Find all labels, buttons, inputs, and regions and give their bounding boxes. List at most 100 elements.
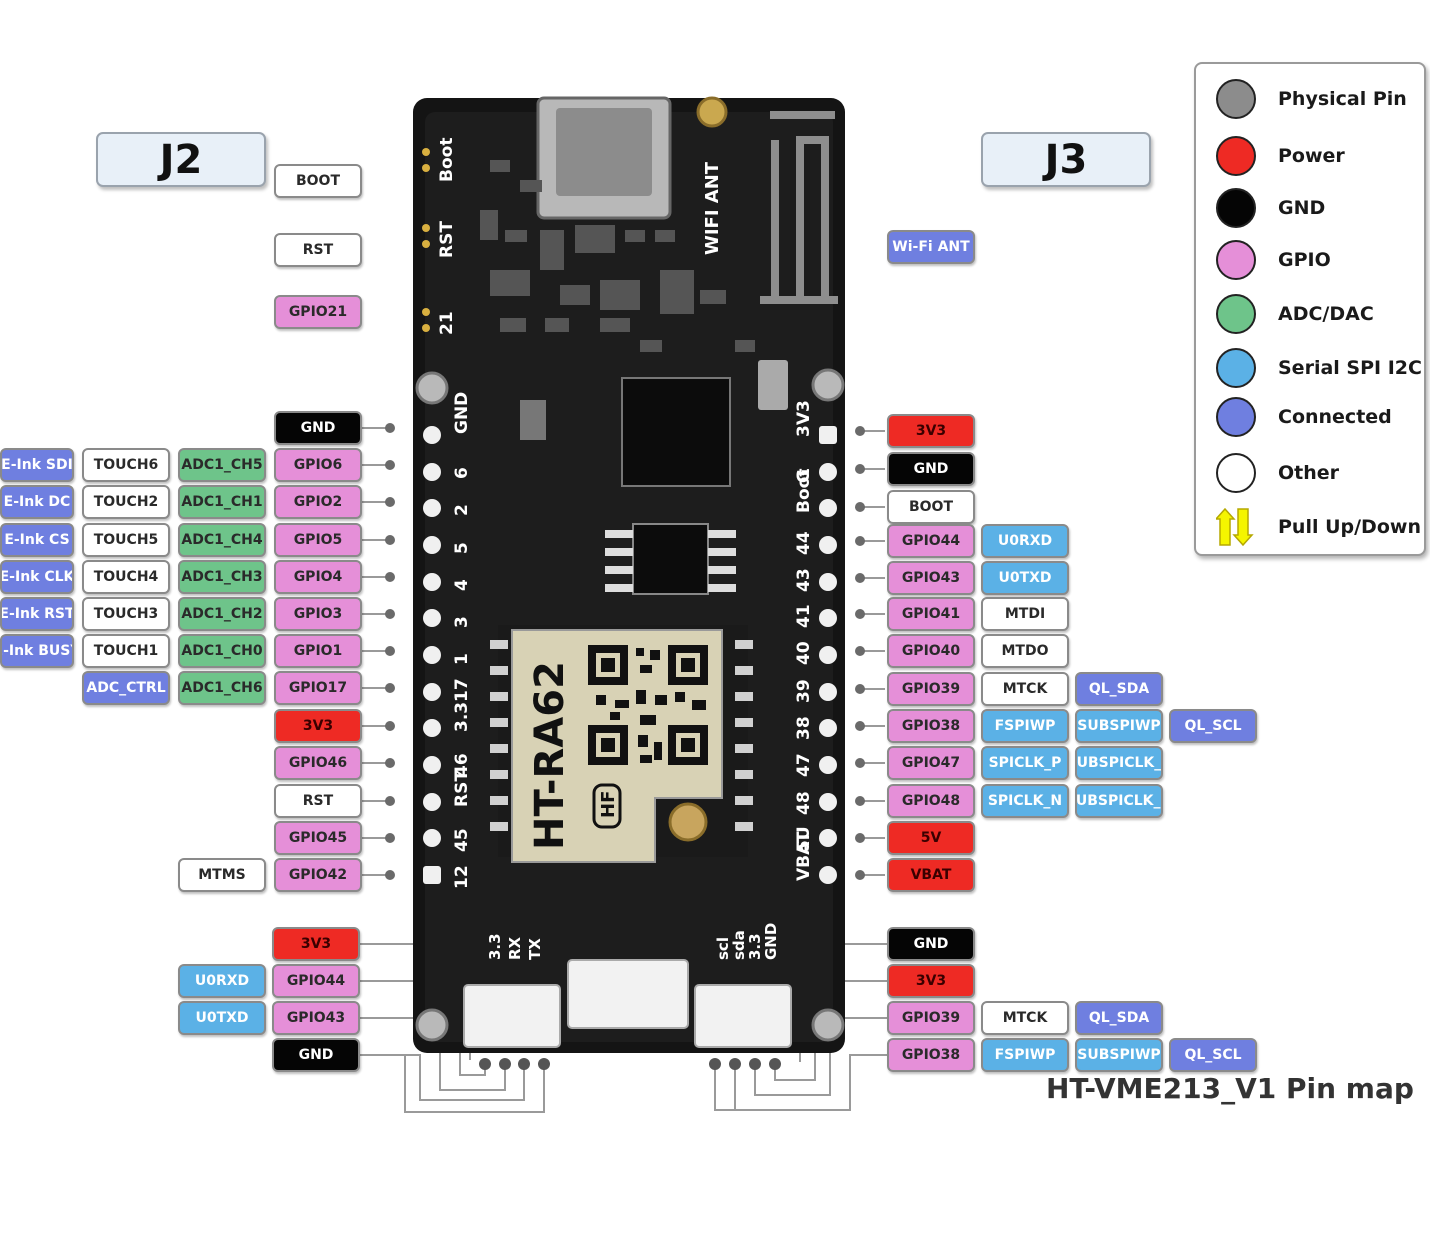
top-left-pins (422, 148, 430, 332)
pin-label-fspiwp: FSPIWP (981, 709, 1069, 743)
pin-label-gpio41: GPIO41 (887, 597, 975, 631)
pin-label-subspiwp: SUBSPIWP (1075, 1038, 1163, 1072)
mounting-holes (415, 368, 845, 1042)
antenna-silk: WIFI ANT (702, 161, 723, 255)
pin-label-e-ink-rst: E-Ink RST (0, 597, 74, 631)
silk-17: 17 (452, 678, 472, 702)
pin-label-boot: BOOT (274, 164, 362, 198)
silk-2: 2 (452, 504, 472, 516)
silk-tx: TX (526, 938, 544, 960)
pin-label-gpio46: GPIO46 (274, 746, 362, 780)
crystal (758, 360, 788, 410)
pin-label-u0rxd: U0RXD (178, 964, 266, 998)
silk-rx: RX (506, 936, 524, 960)
silk-boot: Boot (794, 469, 814, 513)
j3-row-4-leader-dot (855, 573, 865, 583)
pin-label-rst: RST (274, 784, 362, 818)
pin-label-touch5: TOUCH5 (82, 523, 170, 557)
pin-label-touch2: TOUCH2 (82, 485, 170, 519)
right-header-pins (819, 426, 837, 884)
pin-label-gnd: GND (272, 1038, 360, 1072)
legend-swatch-physical (1216, 79, 1256, 119)
pin-label-ql-scl: QL_SCL (1169, 709, 1257, 743)
j2-row-10-leader-dot (385, 796, 395, 806)
silk-3-3: 3.3 (452, 702, 472, 732)
pin-label-3v3: 3V3 (887, 414, 975, 448)
silk-5u: 5U (794, 826, 814, 852)
pin-label-gpio48: GPIO48 (887, 784, 975, 818)
left-header-pins (423, 426, 441, 884)
legend-item-other: Other (1216, 450, 1339, 496)
j2-row-1-leader-dot (385, 460, 395, 470)
module-name: HT-RA62 (527, 661, 573, 850)
silk-46: 46 (452, 753, 472, 777)
pin-label-adc-ctrl: ADC_CTRL (82, 671, 170, 705)
silk-4: 4 (452, 579, 472, 591)
pin-label-gpio42: GPIO42 (274, 858, 362, 892)
pin-label-gpio38: GPIO38 (887, 1038, 975, 1072)
pin-label-gpio6: GPIO6 (274, 448, 362, 482)
diagram-title: HT-VME213_V1 Pin map (1046, 1072, 1414, 1105)
j3-row-5-leader-dot (855, 609, 865, 619)
legend-swatch-adc (1216, 294, 1256, 334)
legend-item-adc: ADC/DAC (1216, 291, 1374, 337)
j2-row-7-leader-dot (385, 683, 395, 693)
silk-21: 21 (437, 311, 457, 335)
pin-label-adc1-ch0: ADC1_CH0 (178, 634, 266, 668)
pin-label-e-ink-dc: E-Ink DC (0, 485, 74, 519)
pin-label-ql-sda: QL_SDA (1075, 672, 1163, 706)
j3-row-9-leader-dot (855, 758, 865, 768)
silk-3-3: 3.3 (486, 933, 504, 960)
pin-label-spiclk-n: SPICLK_N (981, 784, 1069, 818)
silk-gnd: GND (762, 923, 780, 960)
module-ipex-connector (668, 802, 708, 842)
pin-label-gnd: GND (274, 411, 362, 445)
pin-label-wi-fi-ant: Wi-Fi ANT (887, 230, 975, 264)
pin-label-vbat: VBAT (887, 858, 975, 892)
j3-row-1-leader-dot (855, 464, 865, 474)
pin-label-3v3: 3V3 (274, 709, 362, 743)
flash-chip (632, 523, 709, 595)
legend-label: GND (1278, 197, 1326, 219)
pull-up-down-arrows-icon (1216, 507, 1254, 547)
ht-ra62-module: HT-RA62 HF (490, 625, 753, 863)
pin-label-adc1-ch5: ADC1_CH5 (178, 448, 266, 482)
pin-label-touch4: TOUCH4 (82, 560, 170, 594)
pin-label-mtck: MTCK (981, 672, 1069, 706)
j2-row-11-leader-dot (385, 833, 395, 843)
pin-label-gpio44: GPIO44 (272, 964, 360, 998)
legend-swatch-power (1216, 136, 1256, 176)
silk-rst: RST (452, 770, 472, 807)
pin-label-gpio39: GPIO39 (887, 1001, 975, 1035)
j3-header-label: J3 (981, 132, 1151, 187)
pin-label-boot: BOOT (887, 490, 975, 524)
pin-label-gpio43: GPIO43 (272, 1001, 360, 1035)
silk-scl: scl (714, 937, 732, 960)
pin-label-gpio47: GPIO47 (887, 746, 975, 780)
silk-6: 6 (452, 467, 472, 479)
mcu-chip (621, 377, 731, 487)
legend-swatch-gpio (1216, 240, 1256, 280)
j2-row-0-leader-dot (385, 423, 395, 433)
pin-label-gpio38: GPIO38 (887, 709, 975, 743)
j3-row-7-leader-dot (855, 684, 865, 694)
silk-48: 48 (794, 791, 814, 815)
legend-item-pull: Pull Up/Down (1216, 504, 1421, 550)
pin-label-e-ink-busy: E-Ink BUSY (0, 634, 74, 668)
pin-label-gpio44: GPIO44 (887, 524, 975, 558)
pin-label-e-ink-sdi: E-Ink SDI (0, 448, 74, 482)
pin-label-mtdo: MTDO (981, 634, 1069, 668)
j3-row-6-leader-dot (855, 646, 865, 656)
j2-row-4-leader-dot (385, 572, 395, 582)
j2-row-3-leader-dot (385, 535, 395, 545)
j2-header-label: J2 (96, 132, 266, 187)
silk-g: G (794, 469, 814, 483)
silk-43: 43 (794, 568, 814, 592)
pin-label-touch6: TOUCH6 (82, 448, 170, 482)
pin-label-u0rxd: U0RXD (981, 524, 1069, 558)
silk-boot: Boot (437, 138, 457, 182)
smd-components (480, 160, 755, 440)
pin-label-u0txd: U0TXD (178, 1001, 266, 1035)
